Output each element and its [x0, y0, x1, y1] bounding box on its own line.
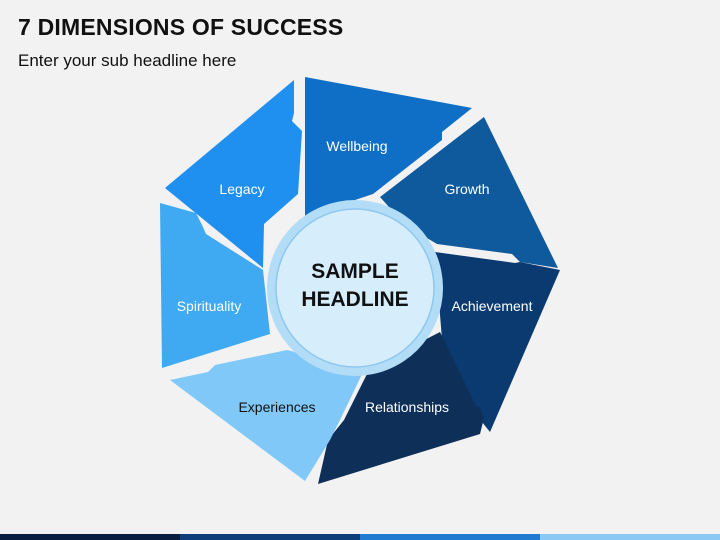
segment-label-legacy: Legacy	[219, 181, 264, 197]
bottom-bar-segment	[0, 534, 180, 540]
segment-experiences	[170, 350, 364, 481]
page-title: 7 DIMENSIONS OF SUCCESS	[18, 14, 344, 40]
segment-label-wellbeing: Wellbeing	[326, 138, 387, 154]
segment-label-achievement: Achievement	[452, 298, 533, 314]
segment-relationships	[318, 332, 484, 484]
segment-growth	[380, 117, 558, 268]
segment-wellbeing	[305, 77, 472, 218]
bottom-bar-segment	[540, 534, 720, 540]
bottom-bar-segment	[360, 534, 540, 540]
page-subtitle: Enter your sub headline here	[18, 51, 237, 70]
segment-spirituality	[160, 203, 270, 368]
bottom-accent-bar	[0, 534, 720, 540]
center-headline-line2: HEADLINE	[301, 288, 408, 311]
segment-legacy	[165, 80, 302, 268]
segment-label-experiences: Experiences	[238, 399, 315, 415]
segment-label-relationships: Relationships	[365, 399, 449, 415]
center-circle-inner	[275, 208, 435, 368]
segment-label-growth: Growth	[444, 181, 489, 197]
bottom-bar-segment	[180, 534, 360, 540]
center-headline-line1: SAMPLE	[311, 260, 399, 283]
segment-label-spirituality: Spirituality	[177, 298, 242, 314]
